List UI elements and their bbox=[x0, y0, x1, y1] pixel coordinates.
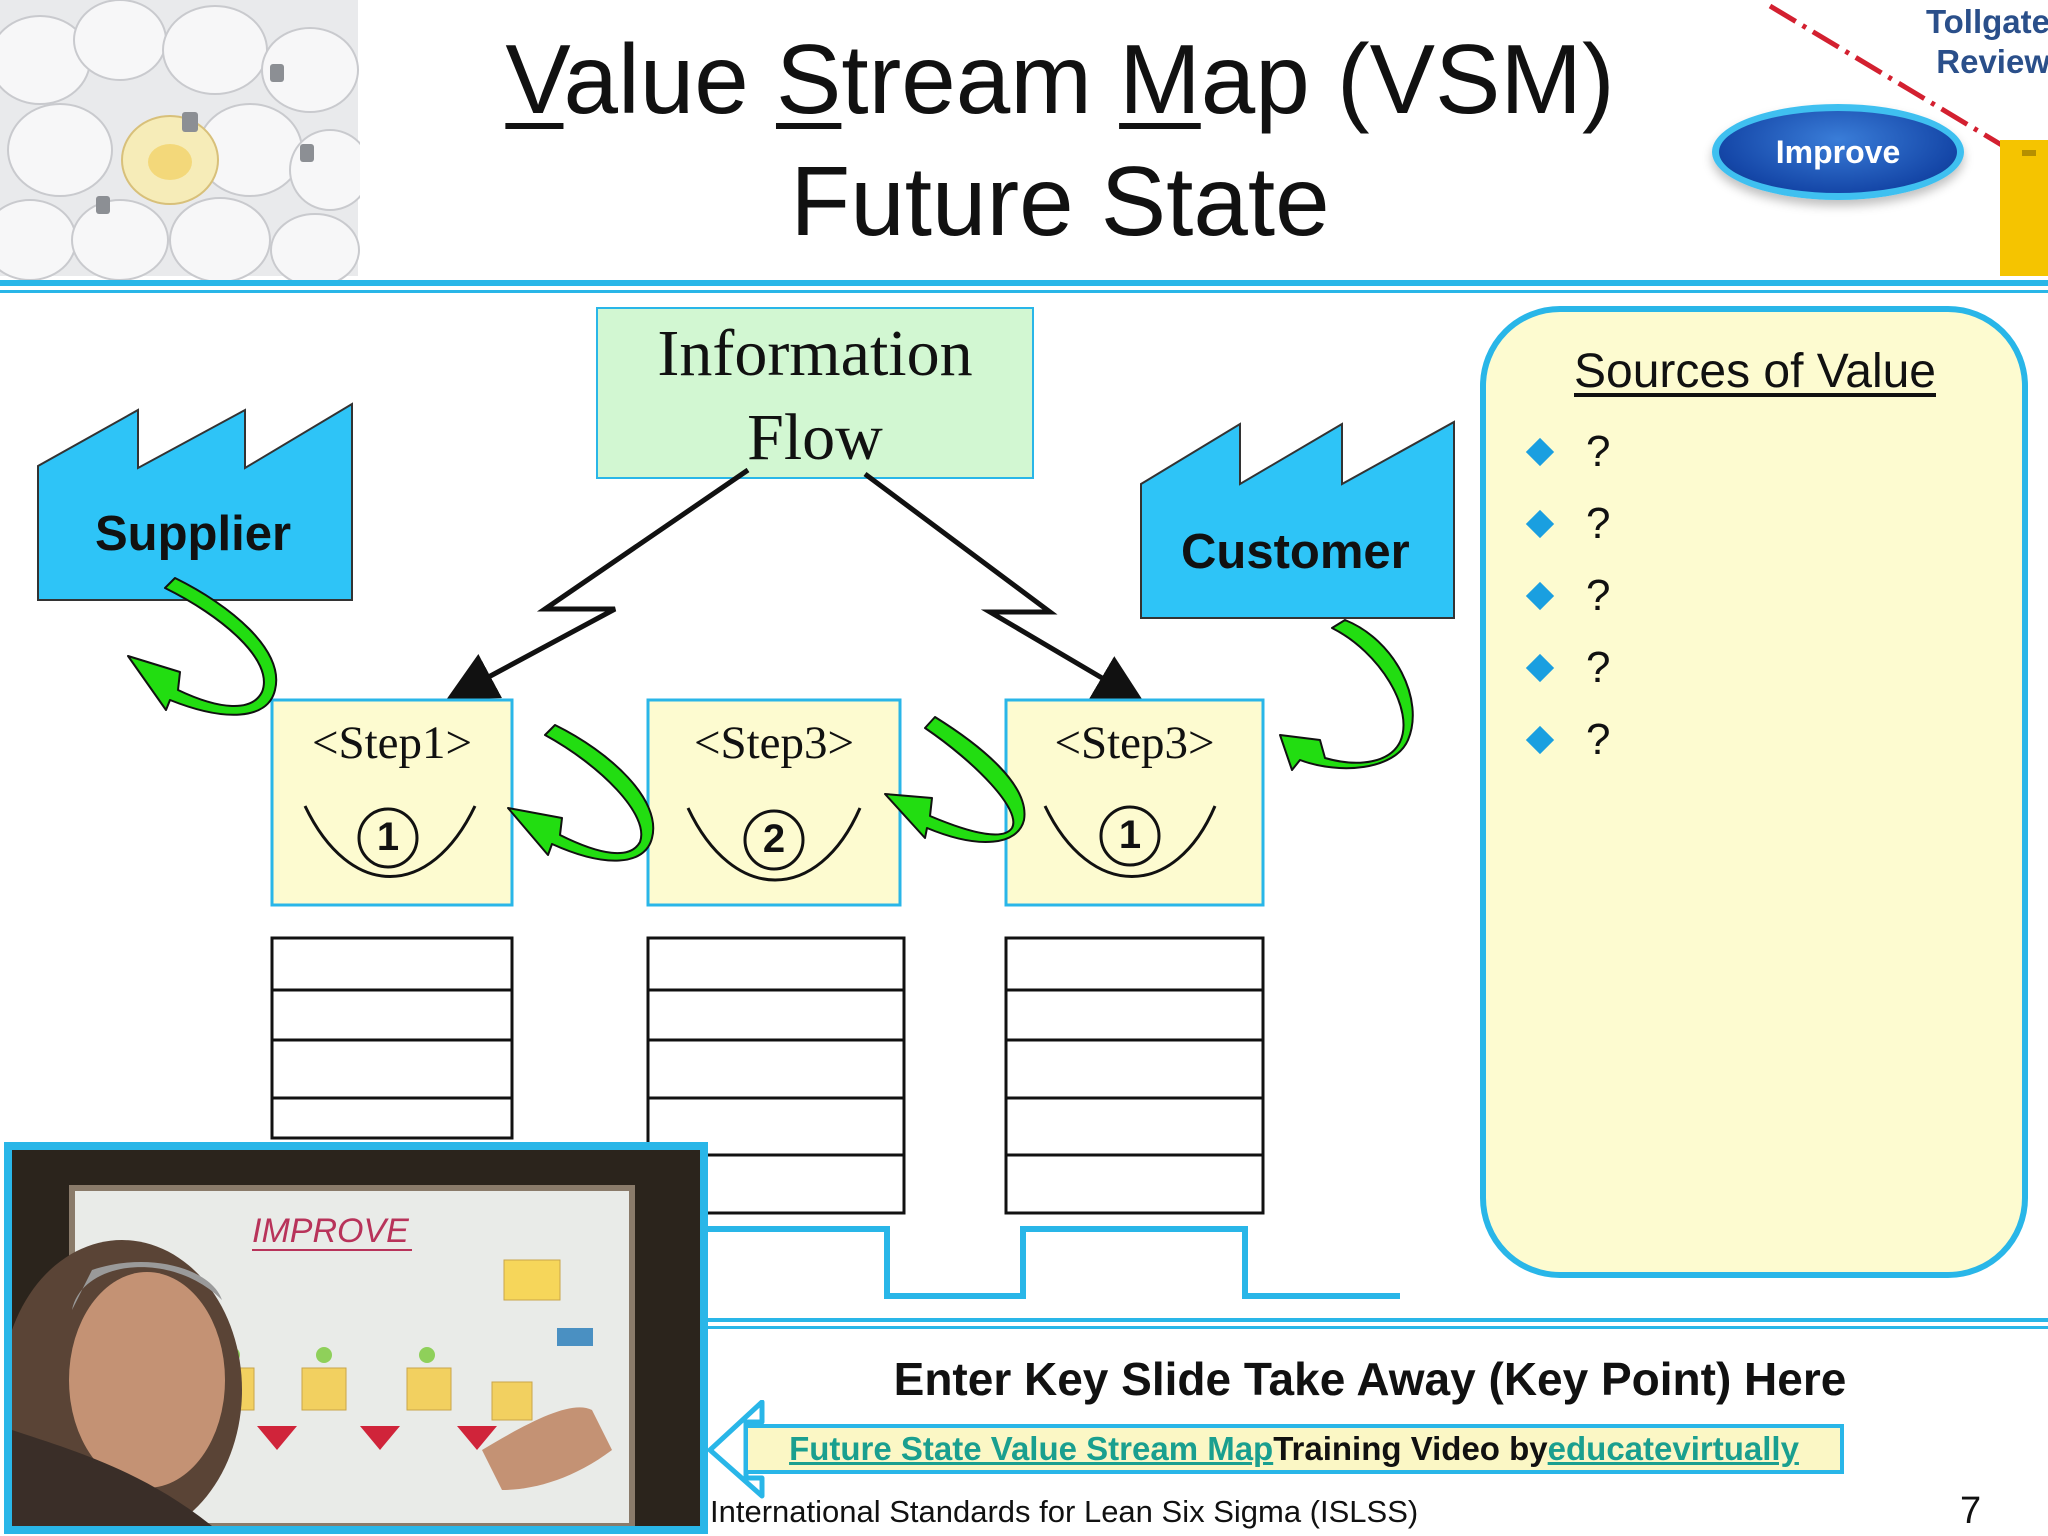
data-box-step1 bbox=[270, 936, 514, 1140]
information-flow-box bbox=[596, 307, 1034, 479]
improve-phase-badge: Improve bbox=[1712, 104, 1964, 200]
title-segment: tream bbox=[841, 24, 1120, 134]
inventory-curve-2 bbox=[686, 807, 862, 882]
inventory-count-3: 1 bbox=[1118, 813, 1142, 857]
slide-subtitle: Future State bbox=[790, 146, 1330, 256]
training-video-link-box: Future State Value Stream Map Training V… bbox=[744, 1424, 1844, 1474]
sources-of-value-title: Sources of Value bbox=[1574, 345, 1936, 398]
supplier-label: Supplier bbox=[95, 507, 292, 561]
source-item: ? bbox=[1525, 494, 1610, 554]
diamond-bullet-icon bbox=[1525, 725, 1555, 755]
info-flow-arrow-left bbox=[446, 467, 750, 700]
pull-arrow-step2-to-step1 bbox=[507, 724, 655, 862]
footer-organization: International Standards for Lean Six Sig… bbox=[710, 1494, 1419, 1529]
process-box-step2 bbox=[646, 698, 902, 907]
title-initial: V bbox=[505, 24, 564, 134]
step-label-3: <Step3> bbox=[1054, 717, 1215, 769]
inventory-count-1: 1 bbox=[376, 815, 400, 859]
sources-of-value-panel bbox=[1480, 306, 2028, 1278]
info-flow-arrow-right bbox=[863, 471, 1145, 704]
pull-arrow-supplier bbox=[127, 577, 278, 716]
page-number: 7 bbox=[1960, 1490, 1982, 1532]
inventory-circle-3 bbox=[1099, 805, 1161, 867]
data-box-step2 bbox=[646, 936, 906, 1215]
pull-arrow-customer bbox=[1279, 619, 1414, 771]
supplier-factory-shape bbox=[37, 402, 353, 601]
training-video-player[interactable]: IMPROVE bbox=[4, 1142, 708, 1534]
arrow-to-video-icon bbox=[707, 1400, 765, 1499]
source-item: ? bbox=[1525, 422, 1610, 482]
slide-title: Value Stream Map (VSM) bbox=[380, 24, 1740, 134]
footer-divider bbox=[708, 1318, 2048, 1329]
inventory-circle-2 bbox=[743, 809, 805, 871]
tollgate-ribbon bbox=[1768, 3, 2048, 276]
future-state-vsm-link[interactable]: Future State Value Stream Map bbox=[789, 1430, 1274, 1467]
inventory-count-2: 2 bbox=[762, 817, 786, 861]
tollgate-review-label: Tollgate Review bbox=[1925, 3, 2048, 80]
pull-arrows bbox=[127, 577, 1414, 862]
step-label-2: <Step3> bbox=[693, 717, 855, 769]
diamond-bullet-icon bbox=[1525, 581, 1555, 611]
process-box-step1 bbox=[270, 698, 514, 907]
title-initial: M bbox=[1119, 24, 1201, 134]
educatevirtually-link[interactable]: educatevirtually bbox=[1547, 1430, 1799, 1467]
lightbulbs-image bbox=[0, 0, 360, 280]
inventory-circle-1 bbox=[357, 807, 419, 869]
diamond-bullet-icon bbox=[1525, 437, 1555, 467]
information-flow-label: Information Flow bbox=[657, 317, 973, 474]
video-frame: IMPROVE bbox=[12, 1150, 700, 1526]
whiteboard-title: IMPROVE bbox=[252, 1212, 409, 1250]
key-takeaway: Enter Key Slide Take Away (Key Point) He… bbox=[893, 1353, 1847, 1405]
header-divider bbox=[0, 280, 2048, 293]
customer-factory-shape bbox=[1140, 420, 1455, 619]
customer-label: Customer bbox=[1181, 525, 1410, 579]
pull-arrow-step3-to-step2 bbox=[884, 716, 1026, 843]
step-label-1: <Step1> bbox=[311, 717, 473, 769]
source-item: ? bbox=[1525, 566, 1610, 626]
title-initial: S bbox=[775, 24, 842, 134]
diamond-bullet-icon bbox=[1525, 509, 1555, 539]
source-item: ? bbox=[1525, 638, 1610, 698]
title-segment: alue bbox=[563, 24, 776, 134]
data-box-step3 bbox=[1004, 936, 1265, 1215]
process-box-step3 bbox=[1004, 698, 1265, 907]
source-item: ? bbox=[1525, 710, 1610, 770]
timeline-ladder bbox=[705, 1226, 1400, 1299]
inventory-curve-3 bbox=[1043, 805, 1217, 878]
inventory-curve-1 bbox=[303, 805, 477, 878]
diamond-bullet-icon bbox=[1525, 653, 1555, 683]
title-segment: ap (VSM) bbox=[1200, 24, 1615, 134]
